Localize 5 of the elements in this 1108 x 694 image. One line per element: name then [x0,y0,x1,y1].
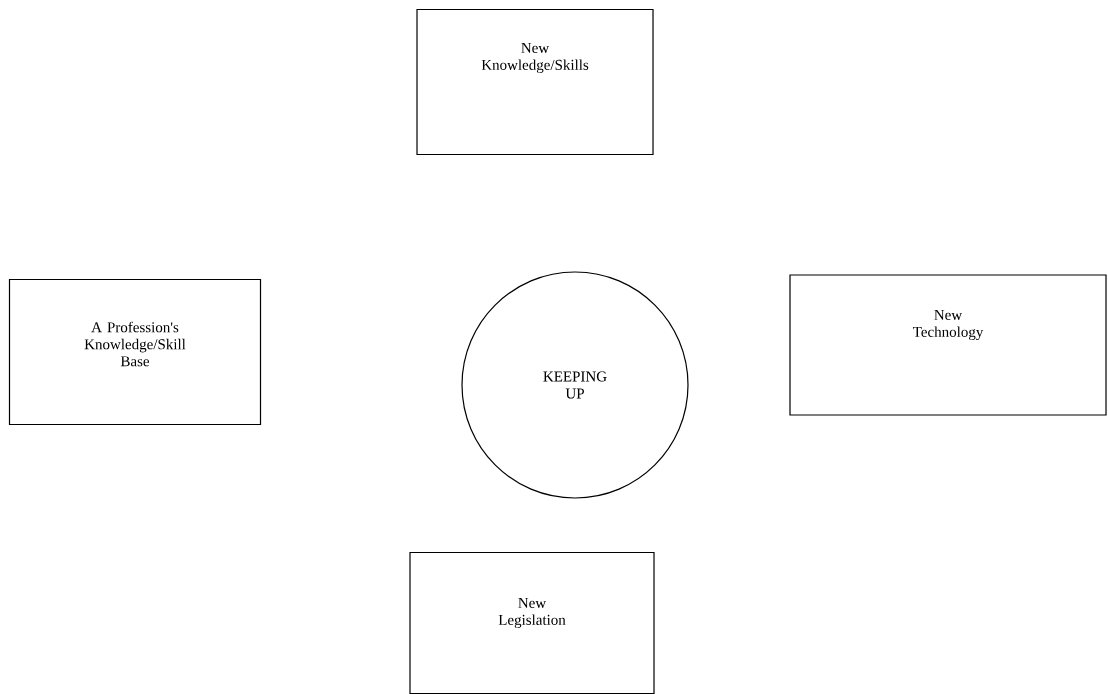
text-box: New Technology [789,274,1107,416]
text-box: A Profession's Knowledge/Skill Base [8,278,262,426]
text-box: New Knowledge/Skills [416,8,654,156]
text-box: New Legislation [409,551,655,694]
circle-node: KEEPING UP [461,271,689,499]
